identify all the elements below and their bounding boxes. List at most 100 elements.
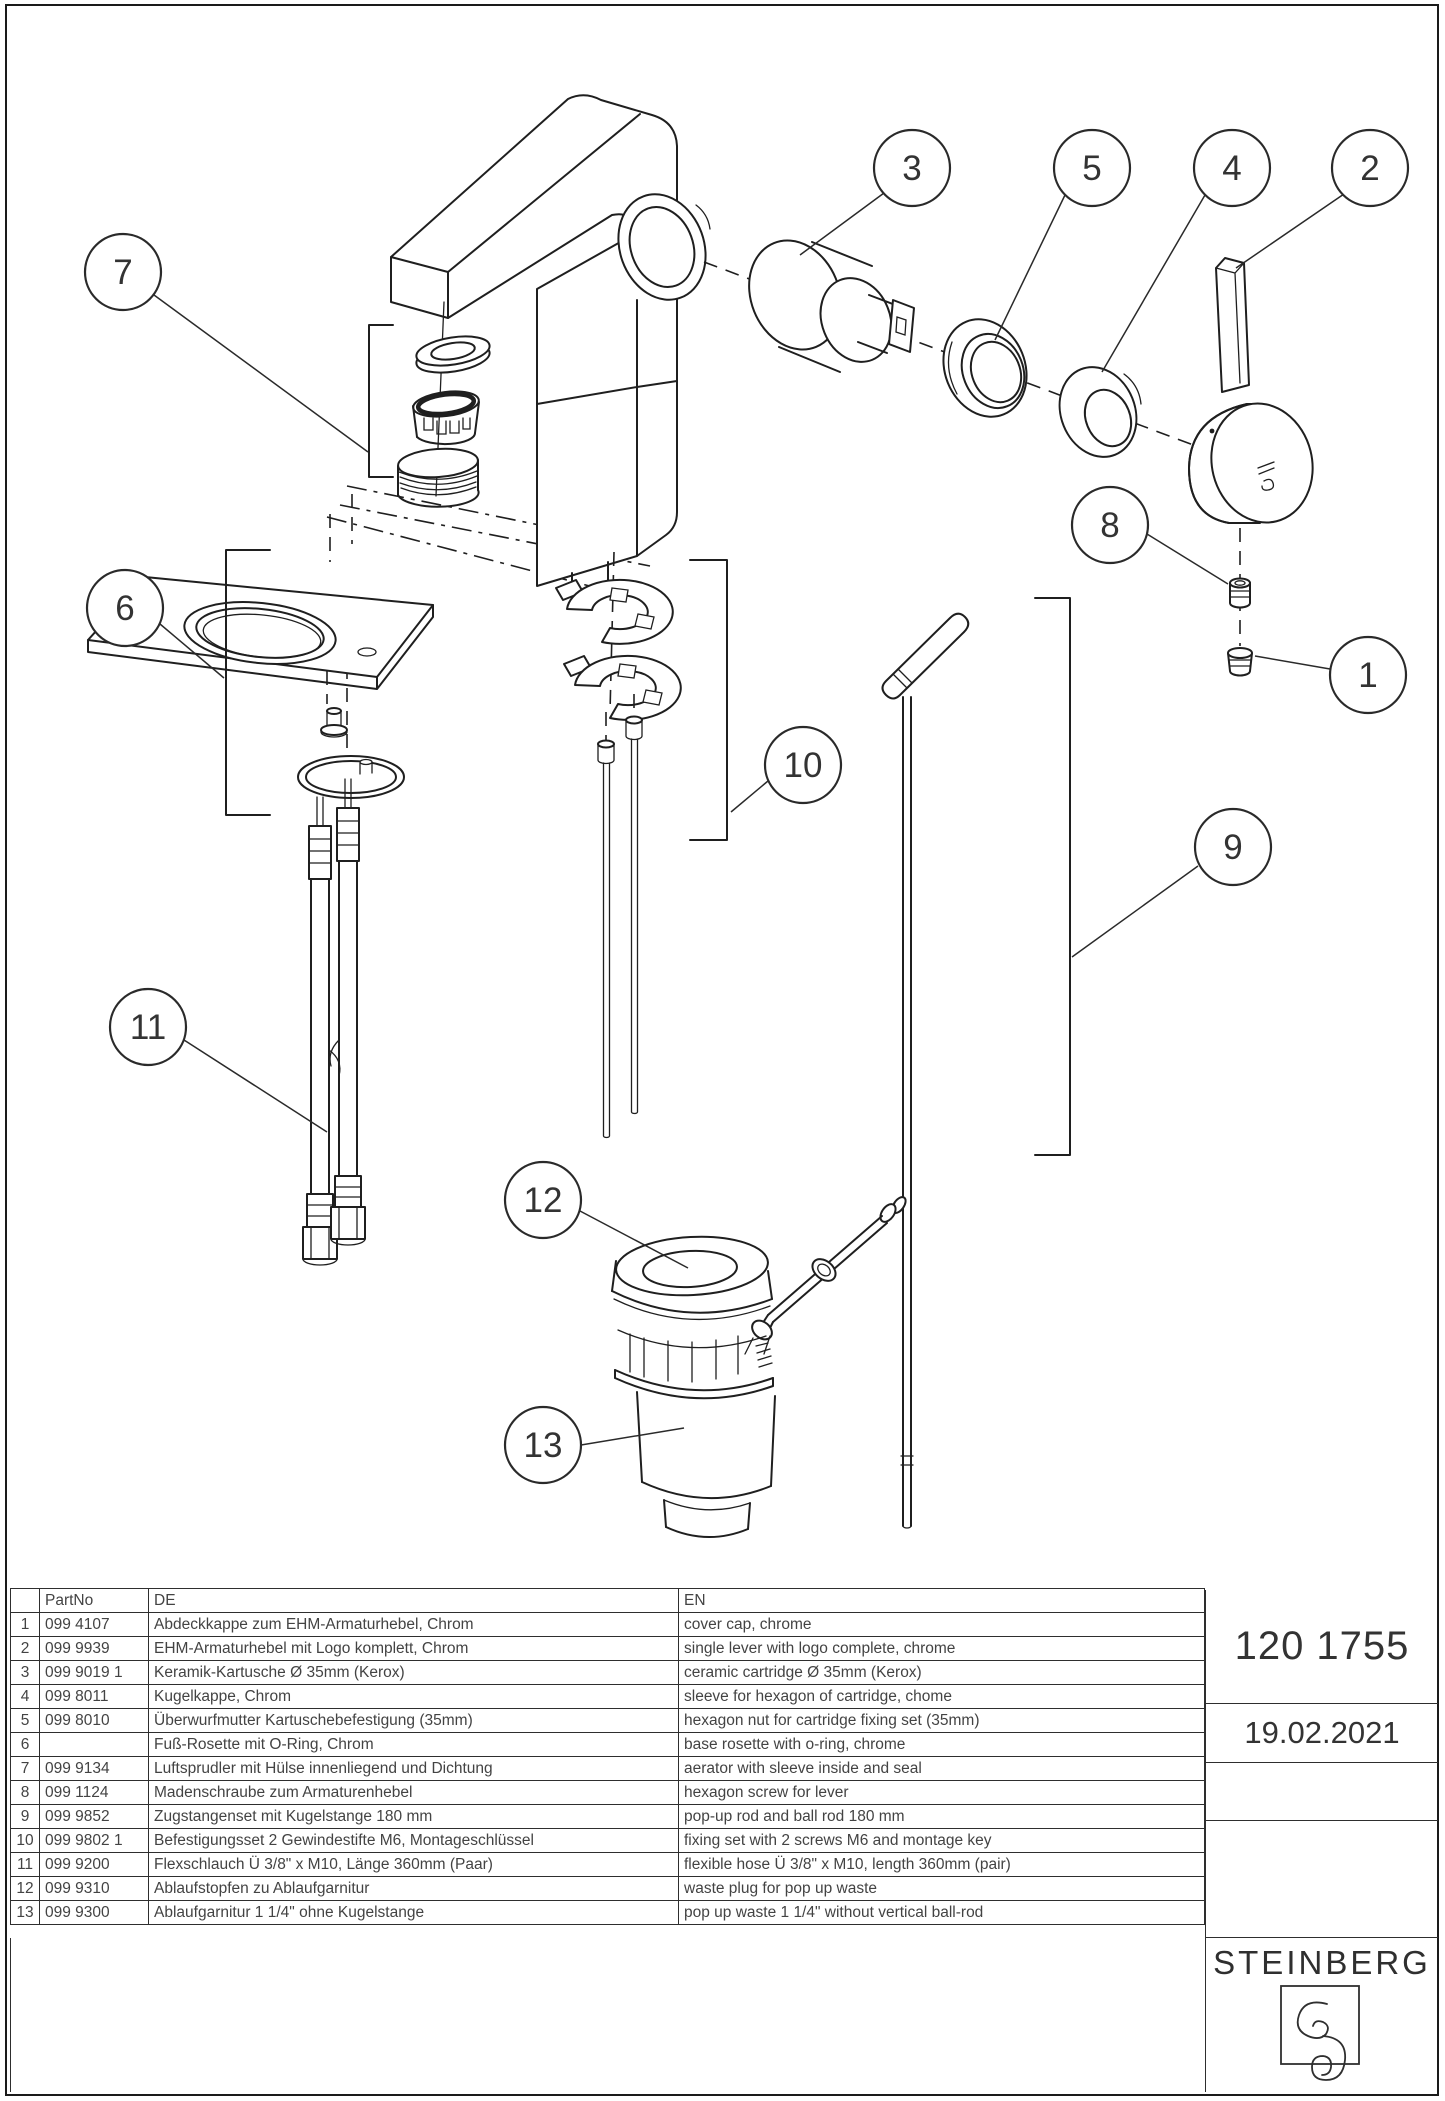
part-number: 099 9019 1 — [39, 1660, 149, 1685]
callout-13: 13 — [503, 1405, 685, 1485]
description-en: pop-up rod and ball rod 180 mm — [678, 1804, 1205, 1829]
header-row-number — [10, 1588, 40, 1613]
callout-number: 8 — [1100, 506, 1119, 545]
page-border — [5, 4, 1439, 2096]
row-number: 12 — [10, 1876, 40, 1901]
header-partno: PartNo — [39, 1588, 149, 1613]
sleeve-ring — [1058, 366, 1142, 458]
row-number: 2 — [10, 1636, 40, 1661]
brand-logo-mark — [1257, 461, 1275, 491]
part-number: 099 8011 — [39, 1684, 149, 1709]
callout-number: 7 — [113, 253, 132, 292]
callout-10: 10 — [730, 725, 843, 813]
description-en: hexagon nut for cartridge fixing set (35… — [678, 1708, 1205, 1733]
table-footer-space — [10, 1938, 1204, 2092]
callout-number: 10 — [784, 746, 823, 785]
callout-number: 2 — [1360, 149, 1379, 188]
part-number: 099 8010 — [39, 1708, 149, 1733]
bracket-7 — [368, 324, 394, 478]
part-number: 099 9300 — [39, 1900, 149, 1925]
description-en: aerator with sleeve inside and seal — [678, 1756, 1205, 1781]
callout-4: 4 — [1101, 128, 1272, 373]
callout-12: 12 — [503, 1160, 689, 1269]
row-number: 9 — [10, 1804, 40, 1829]
description-de: Zugstangenset mit Kugelstange 180 mm — [148, 1804, 679, 1829]
description-de: Kugelkappe, Chrom — [148, 1684, 679, 1709]
callout-3: 3 — [799, 128, 952, 256]
description-en: hexagon screw for lever — [678, 1780, 1205, 1805]
row-number: 1 — [10, 1612, 40, 1637]
callout-9: 9 — [1071, 807, 1273, 958]
aerator-assembly — [368, 301, 491, 508]
row-number: 8 — [10, 1780, 40, 1805]
description-en: ceramic cartridge Ø 35mm (Kerox) — [678, 1660, 1205, 1685]
description-en: waste plug for pop up waste — [678, 1876, 1205, 1901]
empty-cell — [1206, 1763, 1438, 1822]
callout-8: 8 — [1070, 485, 1229, 585]
bracket-9 — [1034, 597, 1071, 1156]
row-number: 6 — [10, 1732, 40, 1757]
description-en: sleeve for hexagon of cartridge, chome — [678, 1684, 1205, 1709]
waste-body — [636, 1391, 776, 1538]
callout-2: 2 — [1235, 128, 1410, 269]
part-number: 099 9134 — [39, 1756, 149, 1781]
callout-number: 5 — [1082, 149, 1101, 188]
threaded-rods — [597, 694, 643, 1139]
row-number: 13 — [10, 1900, 40, 1925]
row-number: 11 — [10, 1852, 40, 1877]
row-number: 7 — [10, 1756, 40, 1781]
steinberg-logo-icon — [1280, 1985, 1360, 2081]
description-en: fixing set with 2 screws M6 and montage … — [678, 1828, 1205, 1853]
header-en: EN — [678, 1588, 1205, 1613]
callout-number: 9 — [1223, 828, 1242, 867]
empty-cell — [1206, 1821, 1438, 1939]
callout-number: 11 — [130, 1008, 166, 1047]
part-number: 099 9310 — [39, 1876, 149, 1901]
aerator-sleeve — [397, 447, 480, 508]
base-rosette — [87, 549, 434, 816]
part-number: 099 9802 1 — [39, 1828, 149, 1853]
header-de: DE — [148, 1588, 679, 1613]
callout-6: 6 — [85, 568, 225, 679]
lever-handle — [1188, 257, 1314, 524]
part-number — [39, 1732, 149, 1757]
callout-number: 1 — [1358, 656, 1377, 695]
waste-cage — [614, 1329, 774, 1400]
description-de: Ablaufgarnitur 1 1/4" ohne Kugelstange — [148, 1900, 679, 1925]
callout-number: 4 — [1222, 149, 1241, 188]
flex-hoses — [302, 778, 366, 1266]
callout-5: 5 — [994, 128, 1132, 341]
aerator-insert — [412, 390, 480, 446]
part-number: 099 9852 — [39, 1804, 149, 1829]
description-de: Flexschlauch Ü 3/8" x M10, Länge 360mm (… — [148, 1852, 679, 1877]
description-en: base rosette with o-ring, chrome — [678, 1732, 1205, 1757]
description-de: Befestigungsset 2 Gewindestifte M6, Mont… — [148, 1828, 679, 1853]
callout-7: 7 — [83, 232, 369, 453]
description-de: Ablaufstopfen zu Ablaufgarnitur — [148, 1876, 679, 1901]
brand-box: STEINBERG — [1206, 1938, 1438, 2092]
hexagon-nut — [942, 318, 1028, 418]
callout-number: 13 — [524, 1426, 563, 1465]
description-de: Luftsprudler mit Hülse innenliegend und … — [148, 1756, 679, 1781]
ceramic-cartridge — [748, 239, 915, 373]
exploded-diagram: 7 3 5 4 2 8 1 6 10 9 11 12 13 — [83, 94, 1410, 1538]
description-de: EHM-Armaturhebel mit Logo komplett, Chro… — [148, 1636, 679, 1661]
table-header-row: PartNo DE EN — [10, 1588, 1205, 1613]
row-number: 3 — [10, 1660, 40, 1685]
description-de: Überwurfmutter Kartuschebefestigung (35m… — [148, 1708, 679, 1733]
pop-up-rod — [756, 597, 1071, 1529]
bracket-6 — [225, 549, 271, 816]
document-date: 19.02.2021 — [1206, 1704, 1438, 1763]
